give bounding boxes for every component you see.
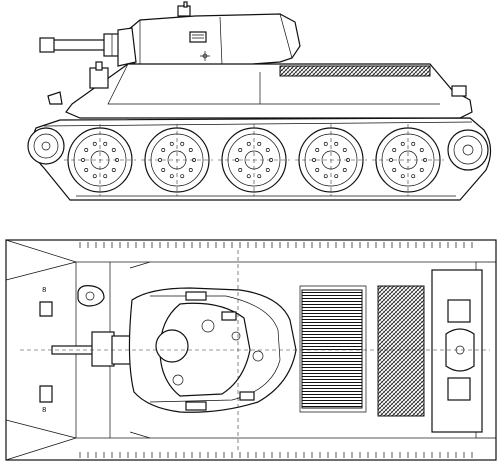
rear-plate xyxy=(431,269,483,433)
road-wheel xyxy=(295,124,367,196)
hull xyxy=(47,61,473,119)
turret-hatch xyxy=(155,329,189,363)
side-view xyxy=(27,1,492,201)
gun-top xyxy=(51,331,137,367)
top-view: 8 8 xyxy=(5,239,497,461)
road-wheel xyxy=(218,124,290,196)
road-wheel xyxy=(141,124,213,196)
front-idler xyxy=(27,127,65,165)
deck-louvres xyxy=(299,285,367,413)
road-wheel xyxy=(372,124,444,196)
engine-grille xyxy=(279,65,431,77)
road-wheel xyxy=(64,124,136,196)
front-fittings: 8 8 xyxy=(39,285,105,414)
turret xyxy=(127,1,301,69)
driver-hatch xyxy=(89,67,109,89)
road-wheels xyxy=(64,124,444,196)
label-top: 8 xyxy=(42,286,46,294)
track-links xyxy=(79,242,473,458)
main-gun xyxy=(39,27,137,67)
vision-port xyxy=(189,31,207,43)
drive-sprocket xyxy=(447,129,489,171)
label-bottom: 8 xyxy=(42,406,46,414)
engine-deck-grille xyxy=(377,285,425,417)
